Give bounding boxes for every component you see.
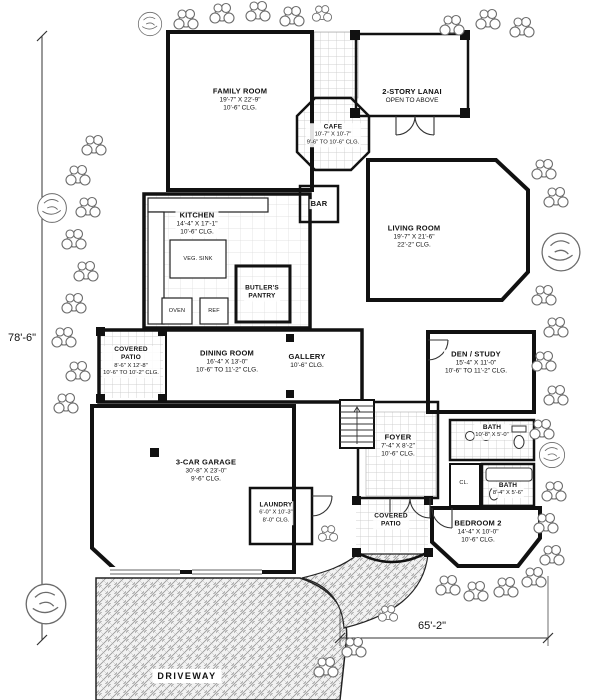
room-label-butlers-pantry: BUTLER'S PANTRY: [244, 284, 280, 302]
room-name: 2-STORY LANAI: [382, 86, 442, 96]
room-name: BAR: [310, 199, 328, 209]
dimension-lines: [36, 30, 554, 646]
kitchen-fixtures: [147, 197, 269, 325]
room-size: 7'-4" X 8'-2": [381, 442, 415, 450]
room-ceiling: 10'-6" TO 10'-2" CLG.: [103, 370, 159, 377]
room-name: DINING ROOM: [200, 348, 254, 358]
room-label-gallery: GALLERY 10'-6" CLG.: [287, 351, 327, 371]
room-label-covered-patio-left: COVERED PATIO 8'-6" X 12'-8" 10'-6" TO 1…: [102, 346, 160, 378]
room-name: PATIO: [381, 521, 401, 528]
room-label-laundry: LAUNDRY 6'-0" X 10'-3" 8'-0" CLG.: [258, 501, 294, 525]
room-label-kitchen: KITCHEN 14'-4" X 17'-1" 10'-6" CLG.: [175, 210, 219, 238]
room-label-bath-2: BATH 8'-4" X 5'-6": [491, 482, 525, 498]
room-name: BATH: [482, 424, 502, 432]
room-name: GALLERY: [288, 351, 326, 361]
room-name: BEDROOM 2: [454, 518, 502, 528]
room-ceiling: 10'-6" CLG.: [461, 536, 495, 544]
room-size: 15'-4" X 11'-0": [455, 359, 497, 367]
room-label-bath-1: BATH 10'-8" X 5'-0": [474, 424, 510, 440]
room-size: 6'-0" X 10'-3": [259, 509, 293, 516]
room-label-family-room: FAMILY ROOM 19'-7" X 22'-9" 10'-6" CLG.: [211, 86, 269, 114]
room-note: OPEN TO ABOVE: [385, 96, 439, 104]
room-size: 8'-4" X 5'-6": [492, 490, 524, 497]
room-label-bar: BAR: [309, 199, 329, 209]
room-ceiling: 9'-6" CLG.: [191, 475, 221, 483]
room-ceiling: 10'-6" CLG.: [223, 104, 257, 112]
room-ceiling: 9'-6" TO 10'-6" CLG.: [306, 139, 360, 146]
walls: [90, 30, 542, 574]
room-label-foyer: FOYER 7'-4" X 8'-2" 10'-6" CLG.: [380, 432, 416, 460]
room-name: COVERED: [374, 512, 408, 520]
room-name: FOYER: [384, 432, 412, 442]
dimension-overall-width: 65'-2": [415, 620, 449, 632]
room-name: KITCHEN: [179, 210, 215, 220]
fixture-label-refrigerator: REF: [208, 308, 220, 314]
room-size: 19'-7" X 21'-6": [393, 233, 435, 241]
room-name: 3-CAR GARAGE: [175, 457, 237, 467]
room-label-bedroom-2: BEDROOM 2 14'-4" X 10'-0" 10'-6" CLG.: [453, 518, 503, 546]
room-label-living-room: LIVING ROOM 19'-7" X 21'-6" 22'-2" CLG.: [386, 223, 442, 251]
door-swings: [311, 115, 453, 529]
staircase: [339, 399, 375, 449]
room-size: 8'-6" X 12'-8": [114, 362, 148, 369]
room-name: CAFE: [323, 123, 343, 131]
room-name: FAMILY ROOM: [212, 86, 268, 96]
fixture-label-oven: OVEN: [168, 308, 186, 314]
room-name: BATH: [498, 482, 518, 490]
room-size: 10'-8" X 5'-0": [475, 432, 509, 439]
driveway-label: DRIVEWAY: [152, 669, 222, 683]
room-name: DEN / STUDY: [451, 349, 501, 359]
columns: [96, 30, 470, 557]
garage-doors: [110, 567, 262, 577]
room-size: 19'-7" X 22'-9": [219, 96, 261, 104]
room-size: 10'-7" X 10'-7": [314, 131, 352, 138]
room-ceiling: 10'-6" CLG.: [180, 228, 214, 236]
room-ceiling: 10'-6" CLG.: [290, 361, 324, 369]
room-size: 16'-4" X 13'-0": [206, 358, 248, 366]
room-name: PANTRY: [248, 293, 276, 300]
room-label-dining-room: DINING ROOM 16'-4" X 13'-0" 10'-6" TO 11…: [194, 348, 260, 376]
room-label-lanai: 2-STORY LANAI OPEN TO ABOVE: [381, 86, 443, 106]
room-name: LIVING ROOM: [387, 223, 441, 233]
room-name: PATIO: [121, 354, 141, 362]
room-label-covered-patio-bottom: COVERED PATIO: [373, 512, 409, 530]
fixture-label-island-sink: VEG. SINK: [183, 256, 213, 262]
room-ceiling: 22'-2" CLG.: [397, 241, 431, 249]
room-size: 14'-4" X 10'-0": [457, 528, 499, 536]
room-size: 14'-4" X 17'-1": [176, 220, 218, 228]
entry-walkway: [301, 553, 429, 629]
room-ceiling: 10'-6" CLG.: [381, 450, 415, 458]
room-ceiling: 8'-0" CLG.: [262, 517, 290, 524]
room-size: 30'-8" X 23'-0": [185, 467, 227, 475]
dimension-overall-height: 78'-6": [5, 332, 39, 344]
room-label-cafe: CAFE 10'-7" X 10'-7" 9'-6" TO 10'-6" CLG…: [305, 123, 361, 147]
room-name: BUTLER'S: [245, 284, 279, 292]
room-name: COVERED: [114, 346, 148, 354]
room-ceiling: 10'-6" TO 11'-2" CLG.: [444, 367, 508, 375]
room-label-garage: 3-CAR GARAGE 30'-8" X 23'-0" 9'-6" CLG.: [174, 457, 238, 485]
fixture-label-closet: CL.: [459, 480, 469, 486]
room-ceiling: 10'-6" TO 11'-2" CLG.: [195, 366, 259, 374]
room-name: LAUNDRY: [259, 501, 293, 509]
room-label-den-study: DEN / STUDY 15'-4" X 11'-0" 10'-6" TO 11…: [443, 349, 509, 377]
